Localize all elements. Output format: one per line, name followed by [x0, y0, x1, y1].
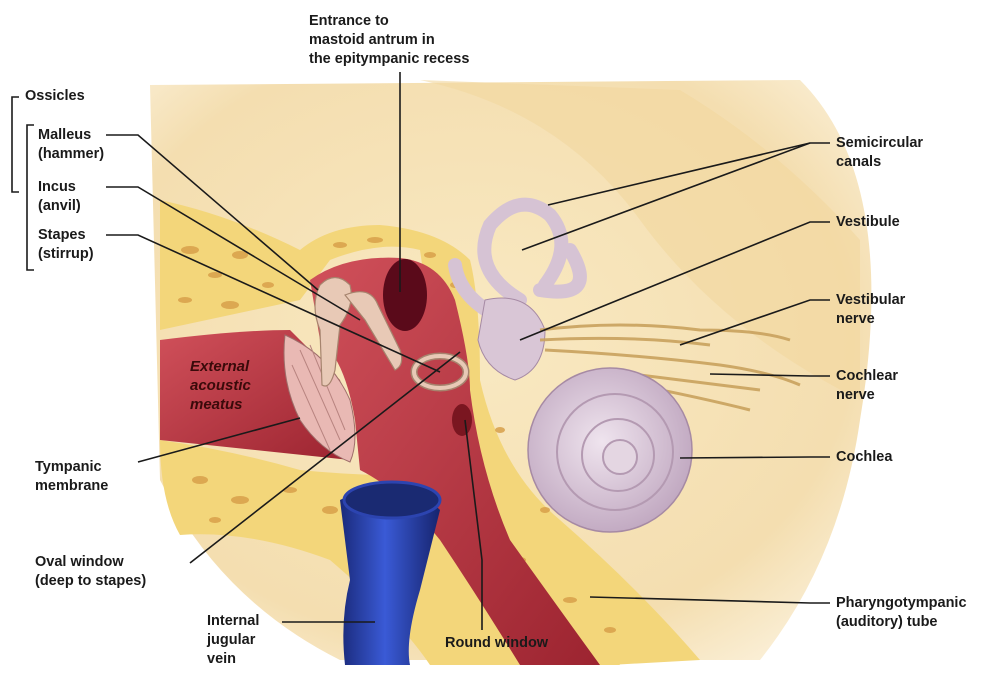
mastoid-antrum-entrance [383, 259, 427, 331]
label-pharyngotympanic-tube: Pharyngotympanic (auditory) tube [836, 594, 967, 632]
label-vestibule: Vestibule [836, 213, 900, 232]
label-round-window: Round window [445, 634, 548, 653]
label-internal-jugular-vein: Internal jugular vein [207, 612, 259, 669]
label-tympanic-membrane: Tympanic membrane [35, 458, 108, 496]
label-cochlea: Cochlea [836, 448, 892, 467]
label-malleus: Malleus (hammer) [38, 126, 104, 164]
label-incus: Incus (anvil) [38, 178, 81, 216]
label-external-acoustic-meatus: External acoustic meatus [190, 357, 251, 414]
label-stapes: Stapes (stirrup) [38, 226, 94, 264]
label-vestibular-nerve: Vestibular nerve [836, 291, 905, 329]
label-oval-window: Oval window (deep to stapes) [35, 553, 146, 591]
round-window-shape [452, 404, 472, 436]
label-semicircular-canals: Semicircular canals [836, 134, 923, 172]
label-ossicles: Ossicles [25, 87, 85, 106]
cochlea-shape [528, 368, 692, 532]
label-cochlear-nerve: Cochlear nerve [836, 367, 898, 405]
label-entrance-mastoid-antrum: Entrance to mastoid antrum in the epitym… [309, 12, 469, 69]
